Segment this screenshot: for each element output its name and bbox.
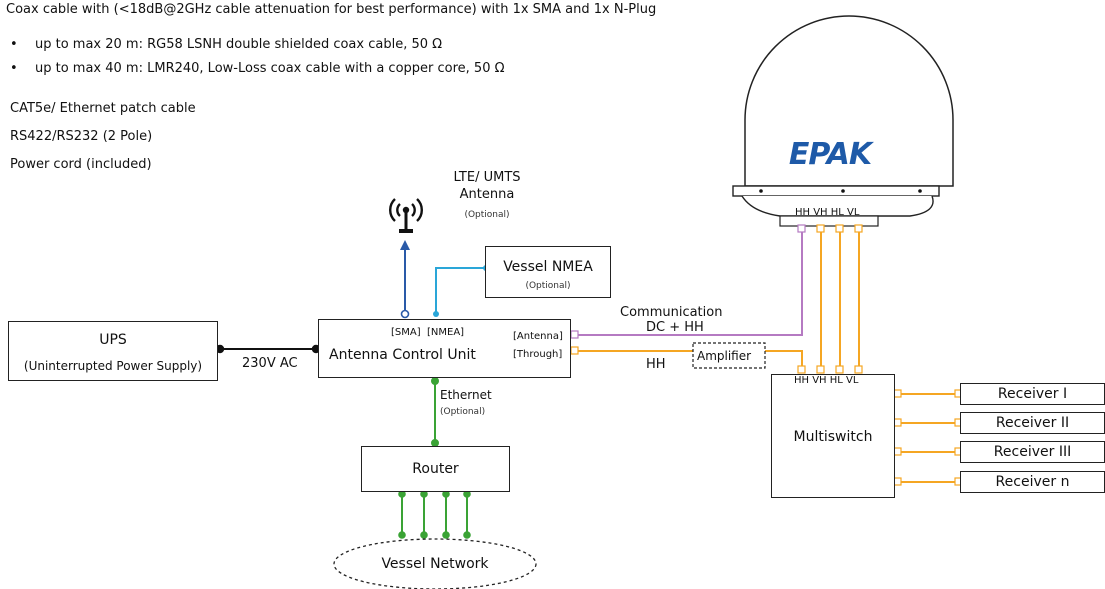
receiver-label: Receiver III — [993, 444, 1072, 460]
coax-bullet-lmr240: up to max 40 m: LMR240, Low-Loss coax ca… — [10, 61, 505, 77]
ups-title: UPS — [99, 332, 127, 348]
rs422-cable-legend: RS422/RS232 (2 Pole) — [10, 129, 153, 144]
multiswitch-box: HH VH HL VL Multiswitch — [771, 374, 895, 498]
amplifier-box — [692, 342, 766, 369]
vessel-nmea-box: Vessel NMEA (Optional) — [485, 246, 611, 298]
lte-antenna-title-2: Antenna — [459, 187, 515, 202]
receiver-label: Receiver I — [997, 386, 1068, 402]
receiver-label: Receiver n — [995, 474, 1070, 490]
amplifier-label: Amplifier — [697, 349, 752, 363]
hh-label: HH — [646, 357, 666, 372]
vessel-network-label: Vessel Network — [381, 556, 489, 572]
acu-port-sma: [SMA] — [391, 327, 421, 338]
epak-logo: EPAK — [788, 137, 872, 172]
receiver-3: Receiver III — [960, 441, 1105, 463]
vessel-network-cloud — [333, 538, 537, 589]
ups-box: UPS (Uninterrupted Power Supply) — [8, 321, 218, 381]
vessel-nmea-optional: (Optional) — [525, 281, 571, 291]
receiver-2: Receiver II — [960, 412, 1105, 434]
ethernet-label: Ethernet — [440, 388, 492, 402]
power-label: 230V AC — [242, 356, 298, 371]
vessel-nmea-title: Vessel NMEA — [503, 259, 593, 275]
router-box: Router — [361, 446, 510, 492]
lte-optional-label: (Optional) — [464, 210, 510, 220]
satellite-dome — [732, 15, 954, 227]
communication-dc-label: DC + HH — [646, 320, 704, 335]
multiswitch-port-labels: HH VH HL VL — [794, 375, 859, 386]
coax-cable-legend: Coax cable with (<18dB@2GHz cable attenu… — [6, 2, 657, 17]
power-cord-legend: Power cord (included) — [10, 157, 152, 172]
receiver-n: Receiver n — [960, 471, 1105, 493]
acu-port-nmea: [NMEA] — [427, 327, 465, 338]
acu-port-through: [Through] — [513, 349, 563, 360]
antenna-signal-icon — [388, 196, 424, 236]
lte-antenna-title: LTE/ UMTS — [453, 170, 521, 185]
router-label: Router — [412, 461, 459, 477]
receiver-1: Receiver I — [960, 383, 1105, 405]
acu-title: Antenna Control Unit — [329, 347, 476, 363]
antenna-control-unit: [SMA] [NMEA] Antenna Control Unit [Anten… — [318, 319, 571, 378]
ethernet-optional: (Optional) — [440, 407, 486, 417]
communication-label: Communication — [620, 305, 723, 320]
receiver-label: Receiver II — [995, 415, 1070, 431]
ups-subtitle: (Uninterrupted Power Supply) — [23, 359, 203, 373]
coax-bullet-rg58: up to max 20 m: RG58 LSNH double shielde… — [10, 37, 442, 53]
dome-port-labels: HH VH HL VL — [795, 207, 860, 218]
ethernet-cable-legend: CAT5e/ Ethernet patch cable — [10, 101, 196, 116]
acu-port-antenna: [Antenna] — [513, 331, 563, 342]
multiswitch-title: Multiswitch — [793, 429, 873, 445]
